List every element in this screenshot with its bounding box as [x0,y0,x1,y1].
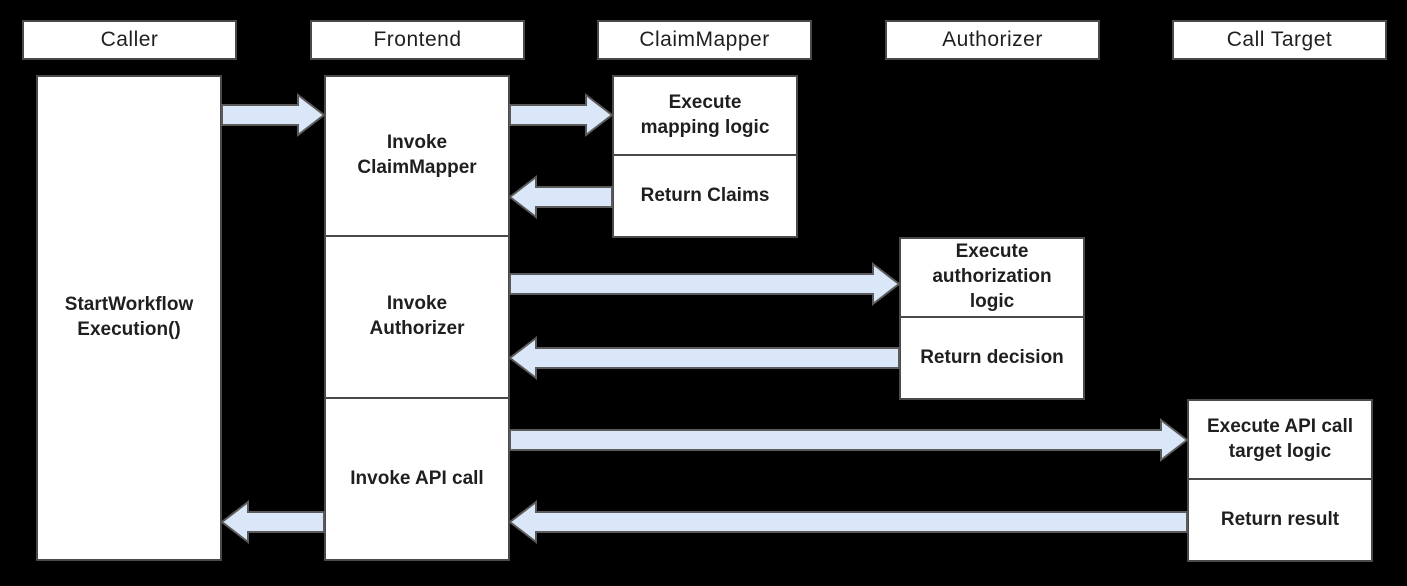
lane-header-claimmapper-label: ClaimMapper [639,28,770,51]
step-return-decision: Return decision [899,316,1085,400]
arrow-frontend-to-authorizer [509,261,901,307]
step-execute-authorization-logic: Execute authorization logic [899,237,1085,318]
step-startworkflow-execution: StartWorkflow Execution() [36,75,222,561]
step-execute-mapping-logic: Execute mapping logic [612,75,798,156]
lane-header-caller-label: Caller [100,28,159,51]
lane-header-claimmapper: ClaimMapper [597,20,812,60]
lane-header-frontend: Frontend [310,20,525,60]
step-invoke-claimmapper: Invoke ClaimMapper [324,75,510,237]
arrow-frontend-to-claimmapper [509,92,614,138]
step-execute-api-call-target-logic-label: Execute API call target logic [1206,415,1354,462]
step-return-result-label: Return result [1220,508,1340,530]
lane-header-authorizer-label: Authorizer [942,28,1043,51]
arrow-calltarget-return-to-frontend [508,499,1188,545]
lane-header-calltarget-label: Call Target [1226,28,1333,51]
step-execute-authorization-logic-label: Execute authorization logic [932,241,1052,312]
step-invoke-api-call-label: Invoke API call [350,467,484,489]
step-execute-mapping-logic-label: Execute mapping logic [640,91,770,138]
lane-header-calltarget: Call Target [1172,20,1387,60]
step-startworkflow-execution-label: StartWorkflow Execution() [64,294,194,340]
arrow-frontend-return-to-caller [220,499,325,545]
step-invoke-claimmapper-label: Invoke ClaimMapper [357,132,477,178]
lane-header-authorizer: Authorizer [885,20,1100,60]
arrow-claimmapper-return-to-frontend [508,174,613,220]
lane-header-frontend-label: Frontend [373,28,462,51]
step-execute-api-call-target-logic: Execute API call target logic [1187,399,1373,480]
step-return-result: Return result [1187,478,1373,562]
lane-header-caller: Caller [22,20,237,60]
arrow-authorizer-return-to-frontend [508,335,900,381]
step-invoke-authorizer-label: Invoke Authorizer [369,293,465,339]
arrow-frontend-to-calltarget [509,417,1189,463]
step-return-decision-label: Return decision [920,346,1064,368]
step-return-claims-label: Return Claims [640,184,770,206]
step-invoke-api-call: Invoke API call [324,397,510,561]
arrow-caller-to-frontend [221,92,326,138]
step-invoke-authorizer: Invoke Authorizer [324,235,510,399]
step-return-claims: Return Claims [612,154,798,238]
